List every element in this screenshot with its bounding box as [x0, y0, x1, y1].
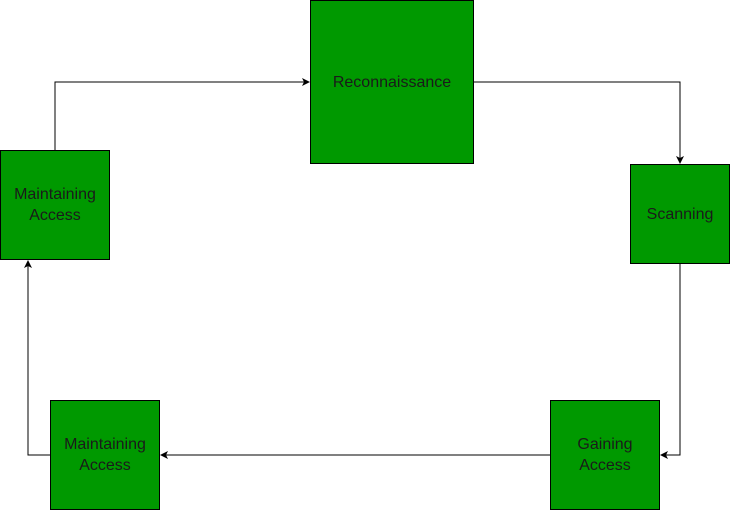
node-maintaining-access-top: Maintaining Access: [0, 150, 110, 260]
node-gaining-access: Gaining Access: [550, 400, 660, 510]
node-maintaining-access-bottom: Maintaining Access: [50, 400, 160, 510]
node-label: Maintaining Access: [64, 436, 146, 474]
edge-scanning-to-gaining-access: [660, 264, 681, 459]
edge-maintaining-bottom-to-top: [24, 260, 50, 456]
node-label: Reconnaissance: [332, 73, 452, 91]
edge-reconnaissance-to-scanning: [474, 81, 684, 164]
node-label: Maintaining Access: [14, 186, 96, 224]
node-scanning: Scanning: [630, 164, 730, 264]
node-label: Scanning: [646, 205, 714, 223]
node-reconnaissance: Reconnaissance: [310, 0, 474, 164]
edge-maintaining-top-to-reconnaissance: [54, 78, 310, 150]
node-label: Gaining Access: [577, 436, 633, 474]
